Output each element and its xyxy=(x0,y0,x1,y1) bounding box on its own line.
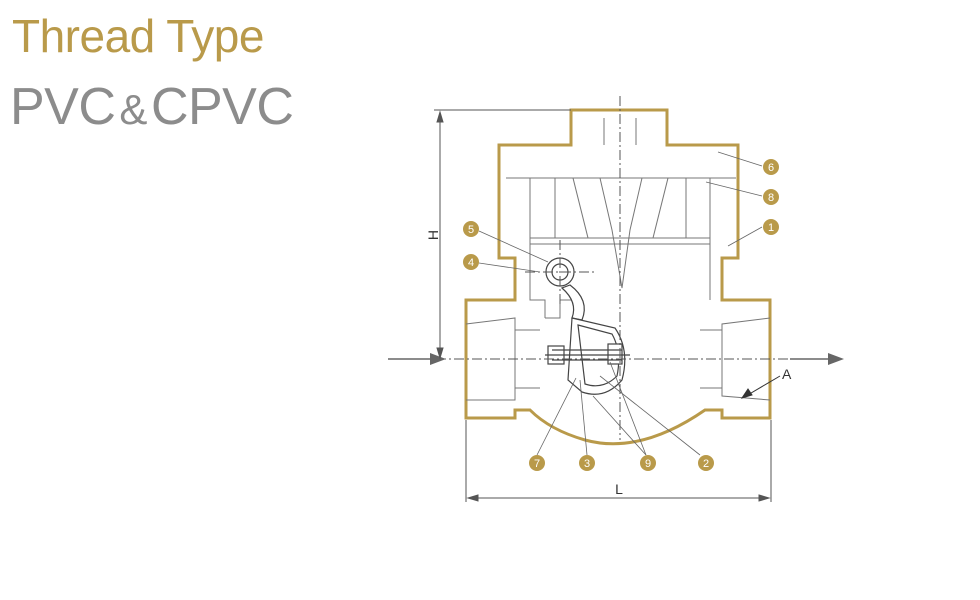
flow-in-arrow xyxy=(388,353,446,365)
material-cpvc: CPVC xyxy=(150,78,294,136)
svg-text:8: 8 xyxy=(768,192,774,204)
svg-text:9: 9 xyxy=(645,458,651,470)
length-dimension xyxy=(465,420,772,502)
svg-text:3: 3 xyxy=(584,458,590,470)
material-pvc: PVC xyxy=(10,78,116,136)
angle-label: A xyxy=(782,366,792,382)
swing-disc xyxy=(567,317,626,395)
svg-text:2: 2 xyxy=(703,458,709,470)
callout-7: 7 xyxy=(529,455,545,471)
material-ampersand: & xyxy=(119,86,147,133)
callout-4: 4 xyxy=(463,254,479,270)
flow-out-arrow xyxy=(790,353,844,365)
callout-2: 2 xyxy=(698,455,714,471)
angle-marker xyxy=(740,375,781,399)
svg-text:1: 1 xyxy=(768,222,774,234)
height-dimension xyxy=(434,109,571,360)
product-title: Thread Type xyxy=(12,10,264,62)
length-label: L xyxy=(615,481,623,497)
leader-lines xyxy=(478,151,763,456)
svg-text:7: 7 xyxy=(534,458,540,470)
callout-8: 8 xyxy=(763,189,779,205)
callout-6: 6 xyxy=(763,159,779,175)
material-title: PVC&CPVC xyxy=(10,76,294,141)
svg-text:6: 6 xyxy=(768,162,774,174)
svg-text:4: 4 xyxy=(468,257,474,269)
valve-body-outline xyxy=(464,108,772,446)
svg-text:5: 5 xyxy=(468,224,474,236)
valve-body xyxy=(464,108,772,446)
callout-5: 5 xyxy=(463,221,479,237)
arrow-right-icon xyxy=(430,353,446,365)
callout-1: 1 xyxy=(763,219,779,235)
height-label: H xyxy=(425,230,441,240)
center-lines xyxy=(400,96,800,440)
swing-disc-assembly xyxy=(545,257,630,395)
callout-9: 9 xyxy=(640,455,656,471)
callout-3: 3 xyxy=(579,455,595,471)
arrow-right-icon xyxy=(828,353,844,365)
hinge-arm xyxy=(560,284,585,321)
